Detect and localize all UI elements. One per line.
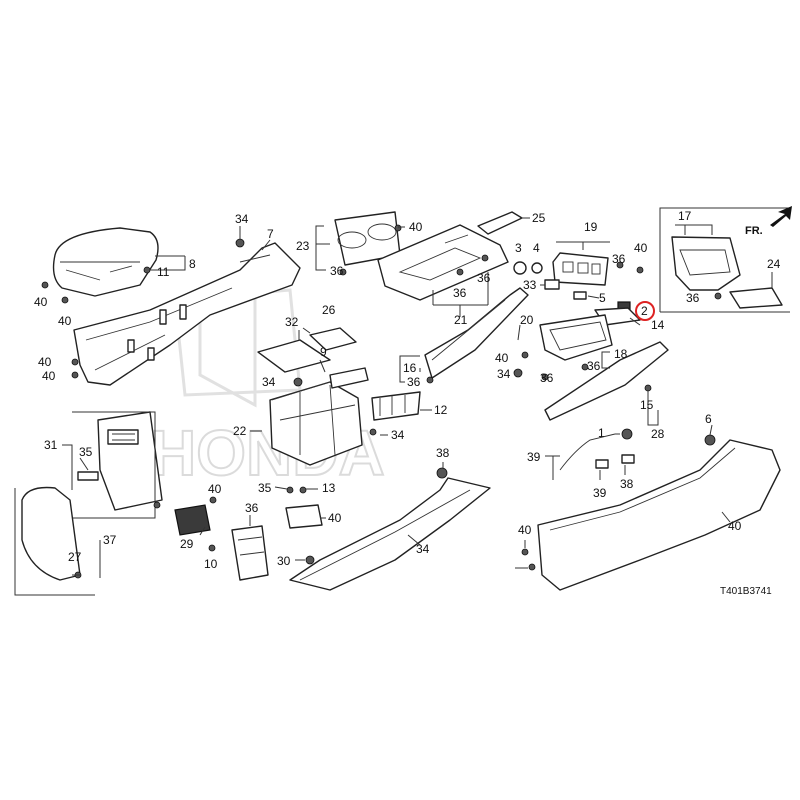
callout: 40 xyxy=(42,369,56,383)
callout: 15 xyxy=(640,398,654,412)
leader-lines xyxy=(62,217,773,578)
callout: 36 xyxy=(453,286,467,300)
fasteners xyxy=(41,224,722,579)
switch-panel xyxy=(552,252,609,286)
callout: 30 xyxy=(277,554,291,568)
callout: 33 xyxy=(523,278,537,292)
callout: 34 xyxy=(391,428,405,442)
callout: 40 xyxy=(634,241,648,255)
rear-vent-assembly xyxy=(72,411,163,519)
callout: 34 xyxy=(416,542,430,556)
floor-mat-24 xyxy=(729,287,783,309)
callout: 26 xyxy=(322,303,336,317)
shift-panel xyxy=(377,224,509,301)
inset-bezel xyxy=(671,236,741,291)
cupholder-tray xyxy=(334,211,401,266)
callout: 40 xyxy=(38,355,52,369)
callout: 20 xyxy=(520,313,534,327)
bracket-18 xyxy=(539,314,613,361)
callout: 38 xyxy=(436,446,450,460)
callout: 31 xyxy=(44,438,58,452)
inset-box xyxy=(659,207,790,313)
callout: 22 xyxy=(233,424,247,438)
callout: 18 xyxy=(614,347,628,361)
diagram-code: T401B3741 xyxy=(720,586,772,597)
callout: 39 xyxy=(527,450,541,464)
callout: 16 xyxy=(403,361,417,375)
knob-parts xyxy=(513,261,543,275)
callout: 40 xyxy=(208,482,222,496)
vent-10 xyxy=(174,504,211,536)
callout: 36 xyxy=(686,291,700,305)
callout: 40 xyxy=(495,351,509,365)
callout: 36 xyxy=(245,501,259,515)
callout: 34 xyxy=(262,375,276,389)
trim-16 xyxy=(424,287,529,379)
bracket-9 xyxy=(329,367,369,389)
callout: 9 xyxy=(320,345,327,359)
trim-15 xyxy=(544,341,669,421)
callout: 5 xyxy=(599,291,606,305)
callout: 40 xyxy=(518,523,532,537)
highlight-circle xyxy=(635,301,655,321)
callout: 29 xyxy=(180,537,194,551)
callout: 21 xyxy=(454,313,468,327)
callout: 32 xyxy=(285,315,299,329)
bracket-29 xyxy=(231,525,269,581)
callout: 19 xyxy=(584,220,598,234)
callout: 34 xyxy=(497,367,511,381)
side-cover-27 xyxy=(14,486,95,596)
callout: 36 xyxy=(407,375,421,389)
callout: 6 xyxy=(705,412,712,426)
callout: 35 xyxy=(79,445,93,459)
tray-parts xyxy=(257,327,357,373)
console-side-panel xyxy=(73,242,301,386)
callout: 11 xyxy=(157,265,170,279)
callout: 40 xyxy=(328,511,342,525)
callout: 36 xyxy=(330,264,344,278)
front-direction-arrow: FR. xyxy=(745,206,792,237)
callout: 3 xyxy=(515,241,522,255)
bracket-12 xyxy=(371,391,421,421)
cable-1 xyxy=(559,433,635,471)
duct-30 xyxy=(289,477,491,591)
console-box xyxy=(269,381,363,466)
callout: 12 xyxy=(434,403,448,417)
callout: 17 xyxy=(678,209,692,223)
callout-labels: 34 7 8 11 40 40 40 40 23 40 36 25 19 3 4… xyxy=(34,209,781,571)
socket-lid xyxy=(477,211,523,235)
lower-side-panel-6 xyxy=(537,439,781,591)
callout: 40 xyxy=(58,314,72,328)
callout: 39 xyxy=(593,486,607,500)
callout: 24 xyxy=(767,257,781,271)
callout: 40 xyxy=(728,519,742,533)
callout: 38 xyxy=(620,477,634,491)
callout: 36 xyxy=(477,271,491,285)
callout: 4 xyxy=(533,241,540,255)
callout: 37 xyxy=(103,533,117,547)
callout: 7 xyxy=(267,227,274,241)
callout: 1 xyxy=(598,426,605,440)
callout: 25 xyxy=(532,211,546,225)
armrest-lid xyxy=(52,227,159,297)
callout: 36 xyxy=(612,252,626,266)
callout: 8 xyxy=(189,257,196,271)
callout: 13 xyxy=(322,481,336,495)
callout: 36 xyxy=(587,359,601,373)
callout: 10 xyxy=(204,557,218,571)
callout: 40 xyxy=(409,220,423,234)
callout: 40 xyxy=(34,295,48,309)
callout: 14 xyxy=(651,318,665,332)
direction-label: FR. xyxy=(745,225,763,237)
callout: 27 xyxy=(68,550,82,564)
callout: 35 xyxy=(258,481,272,495)
callout: 36 xyxy=(540,371,554,385)
callout: 23 xyxy=(296,239,310,253)
callout: 2 xyxy=(641,304,648,318)
callout: 28 xyxy=(651,427,665,441)
callout: 34 xyxy=(235,212,249,226)
bracket-13 xyxy=(285,504,323,529)
